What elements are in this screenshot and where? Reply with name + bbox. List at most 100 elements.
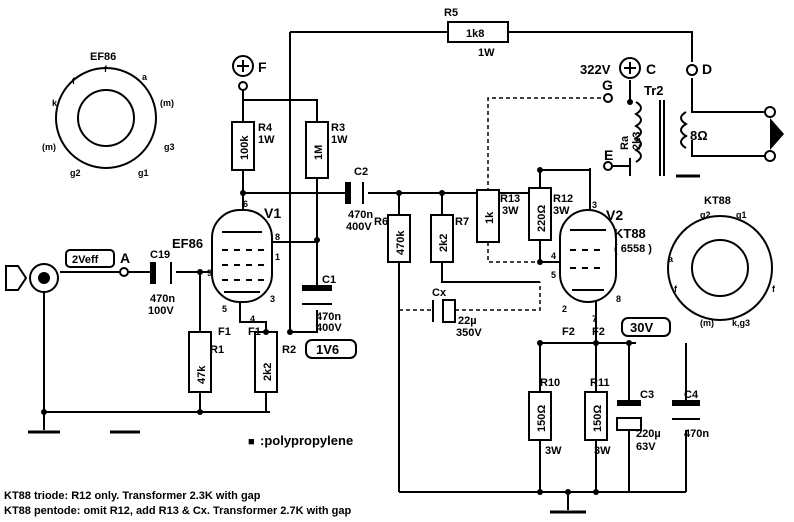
wire-v2-cathode <box>540 298 636 344</box>
c4-ref: C4 <box>684 389 699 401</box>
v1-pin-9: 9 <box>207 268 212 278</box>
cx-value: 22µ <box>458 315 477 327</box>
capacitor-c1 <box>302 285 332 291</box>
legend-text: :polypropylene <box>260 433 353 448</box>
ef86-pin-g1: g1 <box>138 168 149 178</box>
node-a-icon <box>119 267 129 277</box>
r1-value: 47k <box>196 365 208 384</box>
kt88-pin-a: a <box>668 254 674 264</box>
r11-ref: R11 <box>590 377 610 389</box>
note-pentode: KT88 pentode: omit R12, add R13 & Cx. Tr… <box>4 505 352 517</box>
r7-ref: R7 <box>455 216 469 228</box>
capacitor-c4 <box>672 400 700 406</box>
r12-ref: R12 <box>553 193 573 205</box>
pinout-kt88-icon <box>667 215 773 321</box>
ef86-pin-m2: (m) <box>42 142 56 152</box>
junction-dots <box>41 99 633 495</box>
note-triode: KT88 triode: R12 only. Transformer 2.3K … <box>4 490 261 502</box>
c4-value: 470n <box>684 428 709 440</box>
r4-value: 100k <box>239 135 251 160</box>
ef86-pin-f: f <box>72 76 76 86</box>
v2-ref: V2 <box>606 207 623 223</box>
wire-c3-c4 <box>628 343 687 492</box>
r11-value: 150Ω <box>592 405 604 432</box>
node-e-label: E <box>604 147 613 163</box>
v2-pin-4: 4 <box>551 251 556 261</box>
ef86-pin-g3: g3 <box>164 142 175 152</box>
cx-ref: Cx <box>432 287 447 299</box>
c3-value: 220µ <box>636 428 661 440</box>
v2-alt: ( 6558 ) <box>614 243 652 255</box>
ef86-pin-m: (m) <box>160 98 174 108</box>
c19-value: 470n <box>150 293 175 305</box>
transformer-tr2 <box>634 100 688 176</box>
r2-ref: R2 <box>282 344 296 356</box>
kt88-pin-kg3: k,g3 <box>732 318 750 328</box>
input-level-box <box>65 249 115 268</box>
c1-value: 470n <box>316 311 341 323</box>
resistor-r12 <box>528 187 552 241</box>
tr2-ra: Ra <box>619 135 631 150</box>
r6-ref: R6 <box>374 216 388 228</box>
v1-pin-6: 6 <box>243 199 248 209</box>
node-a-label: A <box>120 250 130 266</box>
output-jacks <box>764 106 776 162</box>
r13-value: 1k <box>484 211 496 224</box>
v2-filament-1: F2 <box>562 326 575 338</box>
ef86-pin-f2: f <box>104 64 108 74</box>
ef86-pin-k: k <box>52 98 58 108</box>
resistor-r3 <box>305 121 329 179</box>
cx-voltage: 350V <box>456 327 482 339</box>
capacitor-cx <box>432 300 434 322</box>
input-jack-icon <box>5 263 59 293</box>
bias-voltage: 30V <box>630 320 653 335</box>
cathode-voltage: 1V6 <box>316 342 339 357</box>
node-e-icon <box>603 161 613 171</box>
dashed-r13-wire <box>487 97 608 263</box>
c1-voltage: 400V <box>316 322 342 334</box>
legend-marker: ■ <box>248 436 255 448</box>
node-f-label: F <box>258 59 267 75</box>
tube-v1 <box>211 209 273 303</box>
kt88-pin-f2: f <box>772 284 776 294</box>
ef86-pinout-title: EF86 <box>90 51 116 63</box>
c2-value: 470n <box>348 209 373 221</box>
capacitor-plates <box>150 182 700 431</box>
wire-g2-c1 <box>272 240 318 333</box>
resistor-r2 <box>254 331 278 393</box>
dashed-cx-wire <box>399 282 541 311</box>
pinout-ef86-icon <box>55 67 157 169</box>
v1-filament-2: F1 <box>248 326 261 338</box>
tube-v2 <box>559 209 617 303</box>
r13-rating: 3W <box>502 205 519 217</box>
v2-pin-5: 5 <box>551 270 556 280</box>
v1-filament-1: F1 <box>218 326 231 338</box>
v1-pin-3: 3 <box>270 294 275 304</box>
r5-value: 1k8 <box>466 28 484 40</box>
r5-ref: R5 <box>444 7 458 19</box>
r10-value: 150Ω <box>536 405 548 432</box>
resistor-r4 <box>231 121 255 171</box>
capacitor-c3 <box>617 400 641 406</box>
node-322v-label: 322V <box>580 62 611 77</box>
v1-pin-1: 1 <box>275 252 280 262</box>
node-d-label: D <box>702 61 712 77</box>
resistor-r13 <box>476 189 500 243</box>
v2-type: KT88 <box>614 226 646 241</box>
capacitor-c19 <box>150 262 156 284</box>
r6-value: 470k <box>395 230 407 255</box>
r5-rating: 1W <box>478 47 495 59</box>
plus-signs <box>237 60 636 74</box>
kt88-pin-m: (m) <box>700 318 714 328</box>
output-arrow-icon <box>770 118 784 150</box>
node-markers <box>119 55 698 277</box>
v2-pin-3: 3 <box>592 200 597 210</box>
r1-ref: R1 <box>210 344 224 356</box>
resistor-bodies <box>188 21 608 441</box>
node-c-label: C <box>646 61 656 77</box>
input-level: 2Veff <box>72 254 99 266</box>
v2-filament-2: F2 <box>592 326 605 338</box>
kt88-pinout-title: KT88 <box>704 195 731 207</box>
